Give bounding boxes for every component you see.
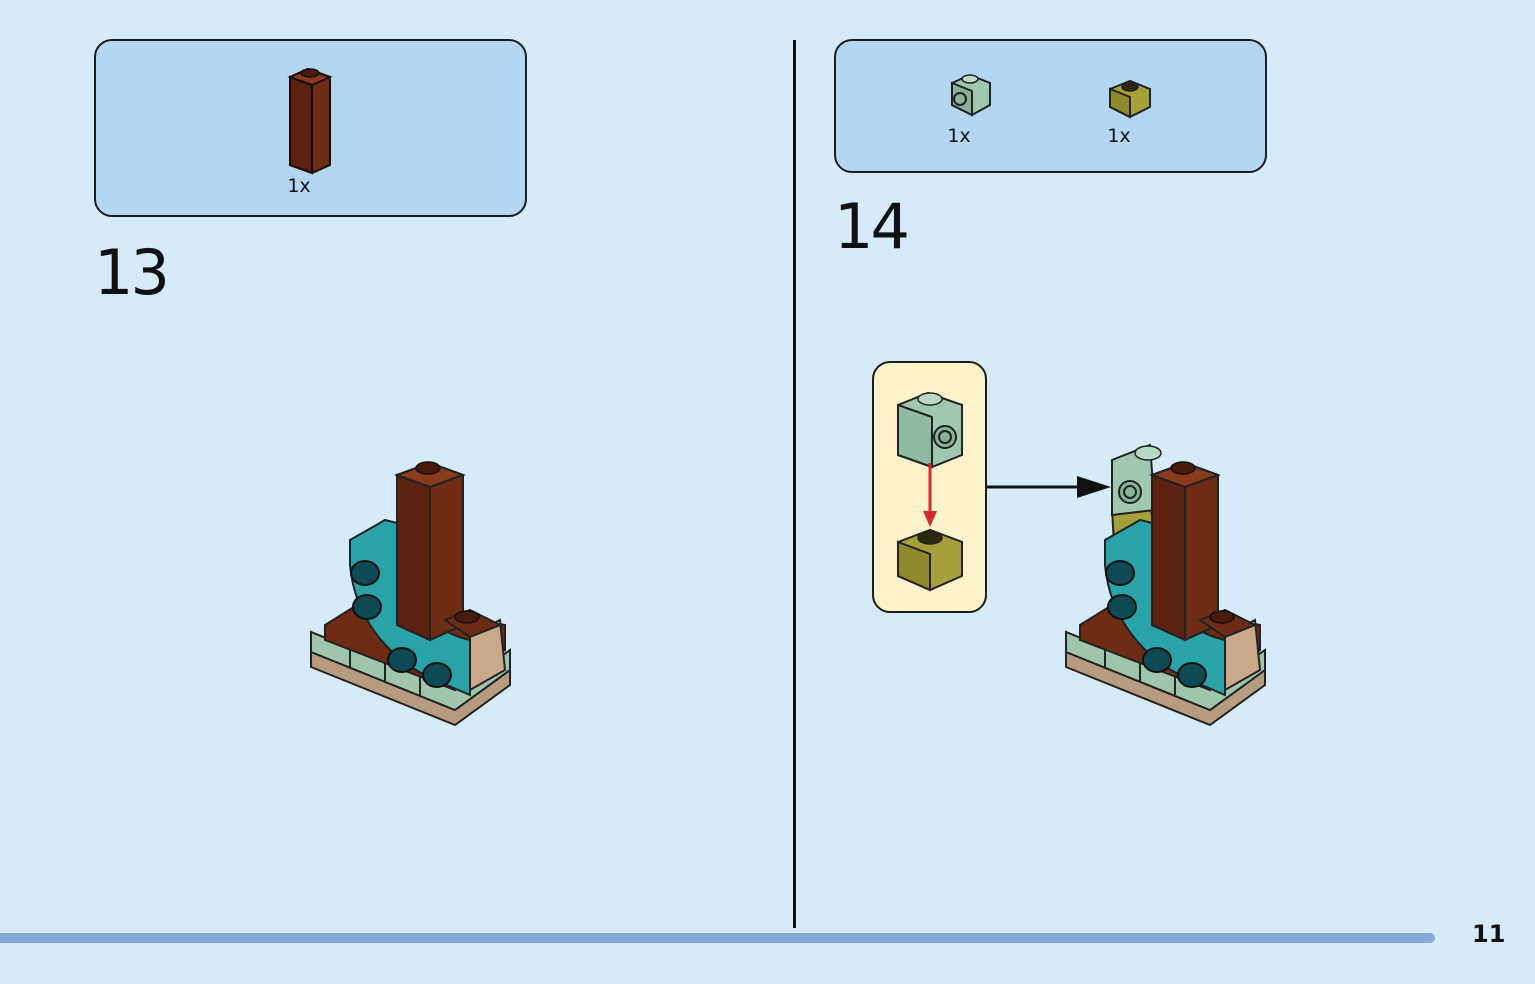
- olive-brick-icon: [897, 528, 963, 592]
- step-13-model: [310, 461, 511, 727]
- part-qty: 1x: [1107, 125, 1131, 147]
- sand-green-brick-icon: [897, 391, 963, 469]
- brown-brick-icon: [287, 67, 333, 175]
- step-number: 13: [94, 236, 170, 309]
- callout-arrow-icon: [987, 476, 1111, 498]
- sand-green-stud-brick-icon: [951, 73, 991, 117]
- step-14-parts-box: 1x 1x: [834, 39, 1267, 173]
- page-number: 11: [1472, 920, 1506, 948]
- step-14-model: [1065, 443, 1266, 727]
- footer-bar: [0, 933, 1435, 943]
- step-number: 14: [834, 190, 910, 263]
- red-down-arrow-icon: [923, 463, 937, 527]
- part-qty: 1x: [947, 125, 971, 147]
- olive-brick-icon: [1109, 79, 1151, 119]
- sub-assembly-callout: [872, 361, 987, 613]
- part-qty: 1x: [287, 175, 311, 197]
- step-13-parts-box: 1x: [94, 39, 527, 217]
- page-divider: [793, 40, 796, 928]
